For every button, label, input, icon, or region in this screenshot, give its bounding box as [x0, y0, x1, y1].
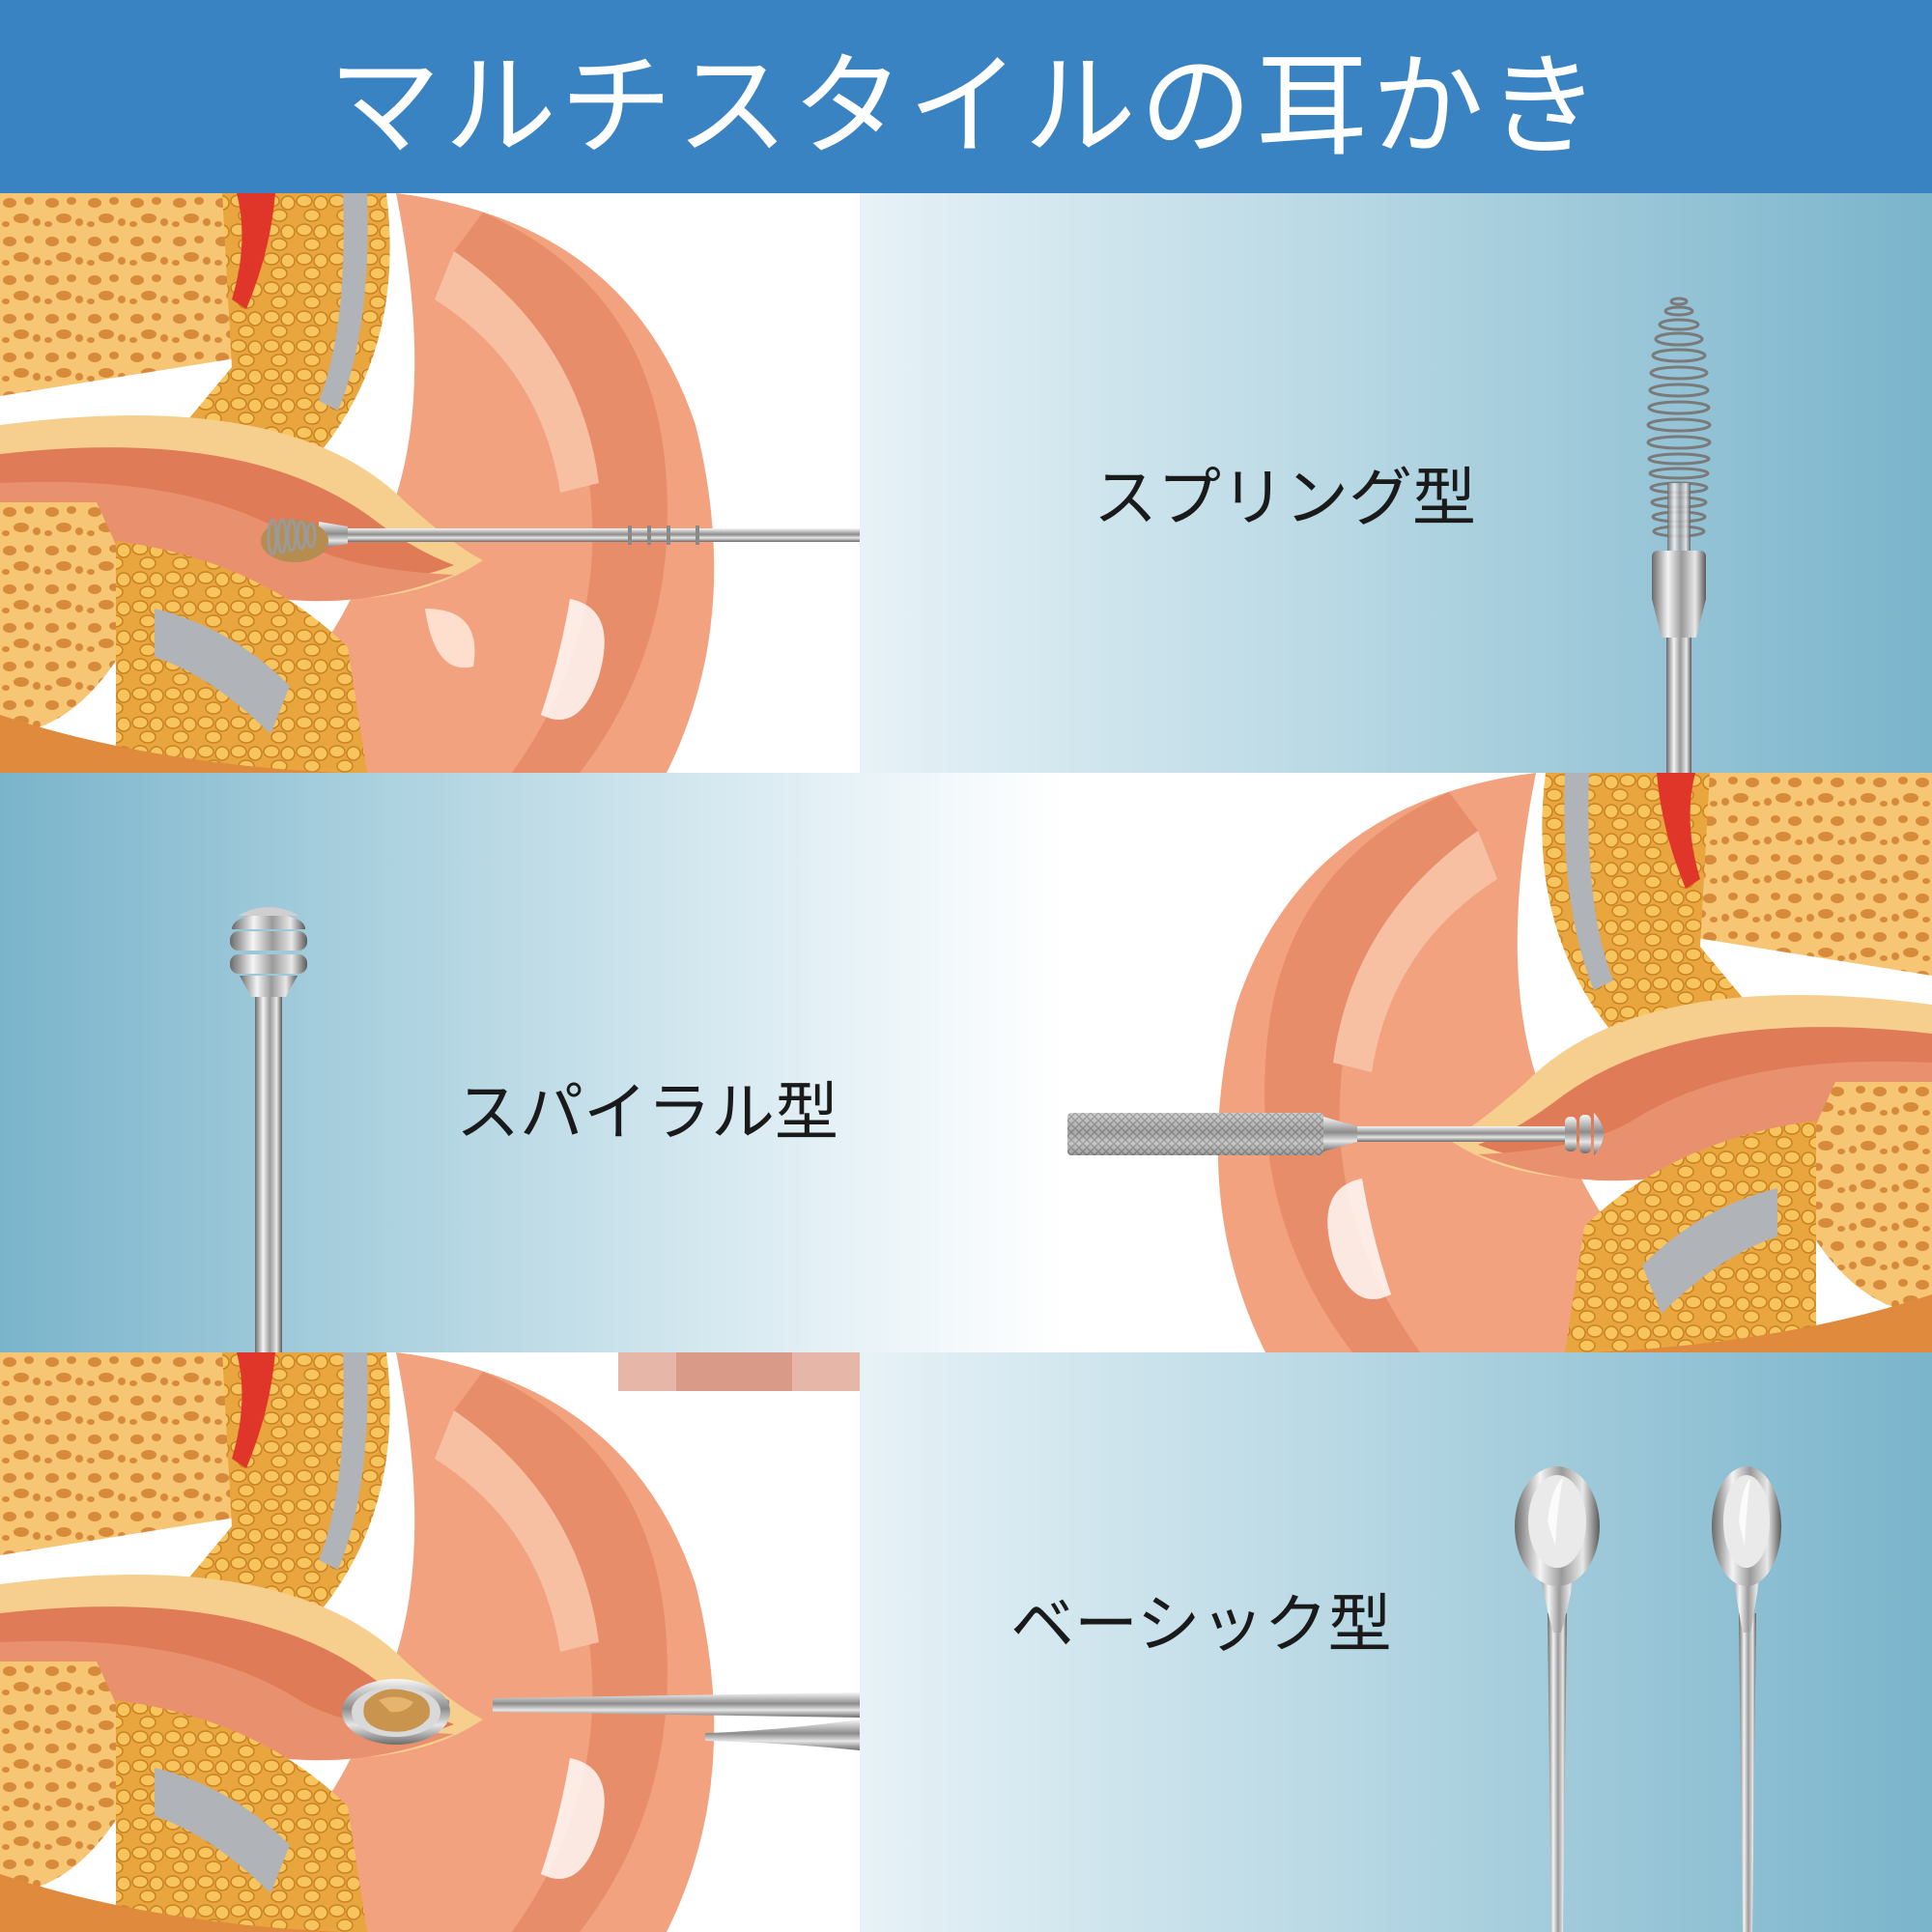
ear-illustration-spring: [0, 193, 860, 773]
style-label-spring: スプリング型: [1094, 461, 1476, 535]
ear-illustration-basic: [0, 1352, 860, 1932]
basic-tool-panel: ベーシック型: [860, 1352, 1932, 1932]
page-title: マルチスタイルの耳かき: [328, 42, 1604, 172]
style-label-spiral: スパイラル型: [456, 1075, 838, 1150]
header-banner: マルチスタイルの耳かき: [0, 0, 1932, 193]
spring-tool-panel: スプリング型: [860, 193, 1932, 773]
spiral-tool-panel: スパイラル型: [0, 773, 1067, 1352]
ear-illustration-spiral: [1067, 773, 1932, 1352]
style-label-basic: ベーシック型: [1010, 1587, 1392, 1662]
